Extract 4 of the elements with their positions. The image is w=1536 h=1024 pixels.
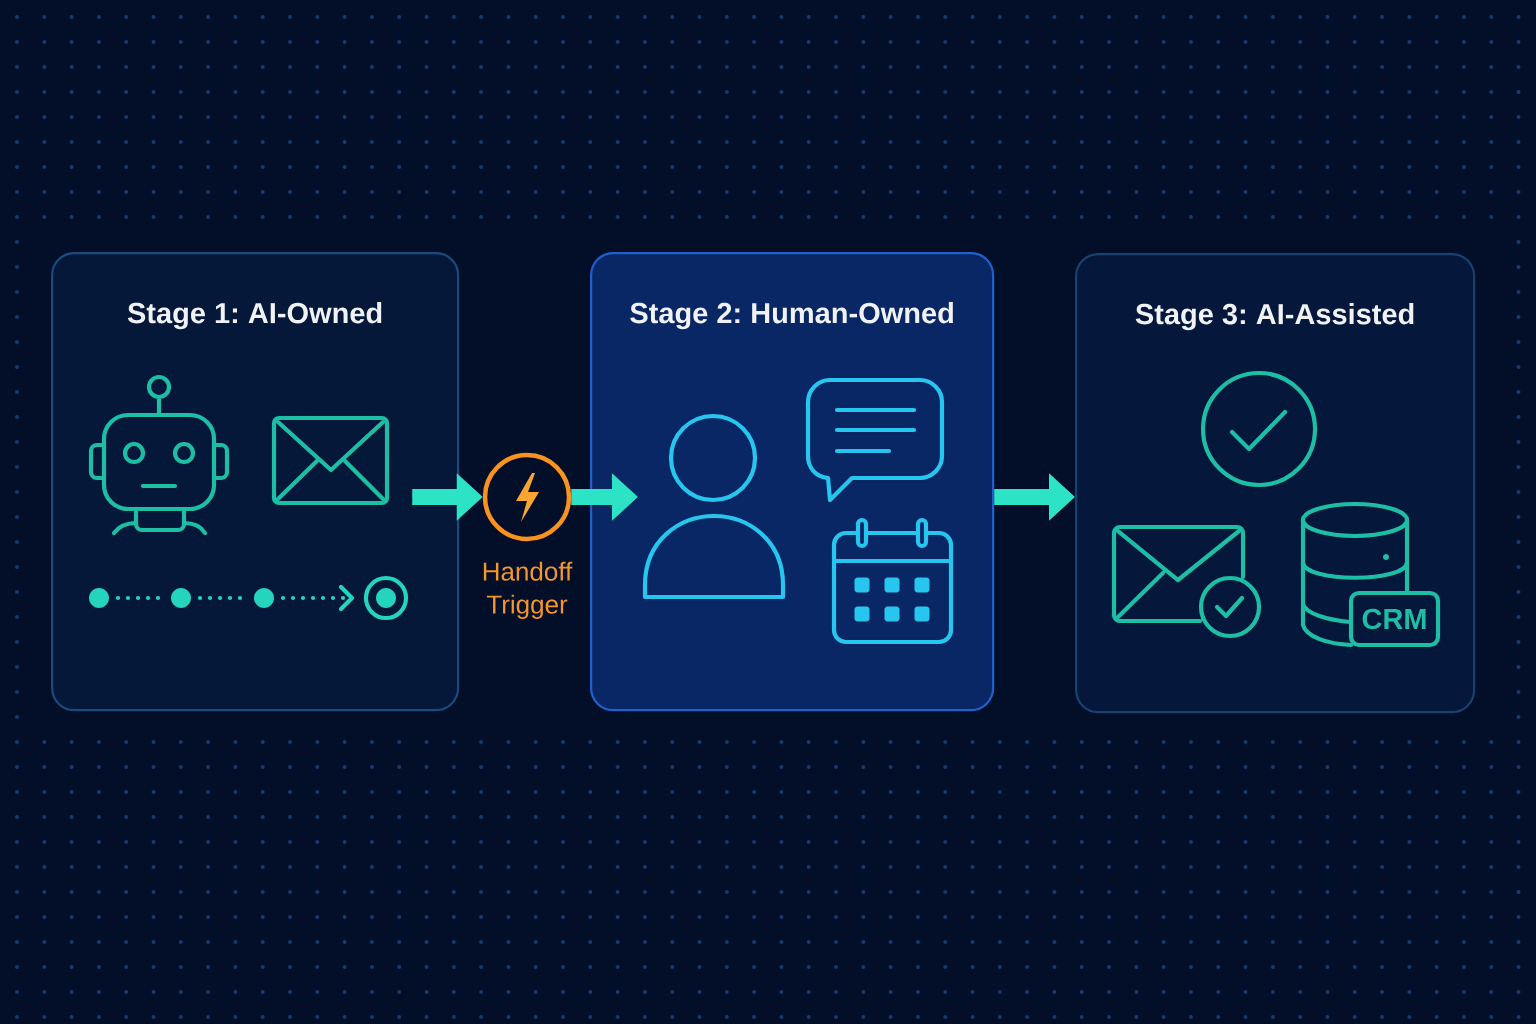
stage-box: Stage 2: Human-Owned [590, 252, 995, 712]
badge: CRM [1348, 590, 1441, 648]
node-label: Handoff Trigger [483, 561, 573, 619]
stage-box: Stage 1: AI-Owned [51, 252, 460, 712]
